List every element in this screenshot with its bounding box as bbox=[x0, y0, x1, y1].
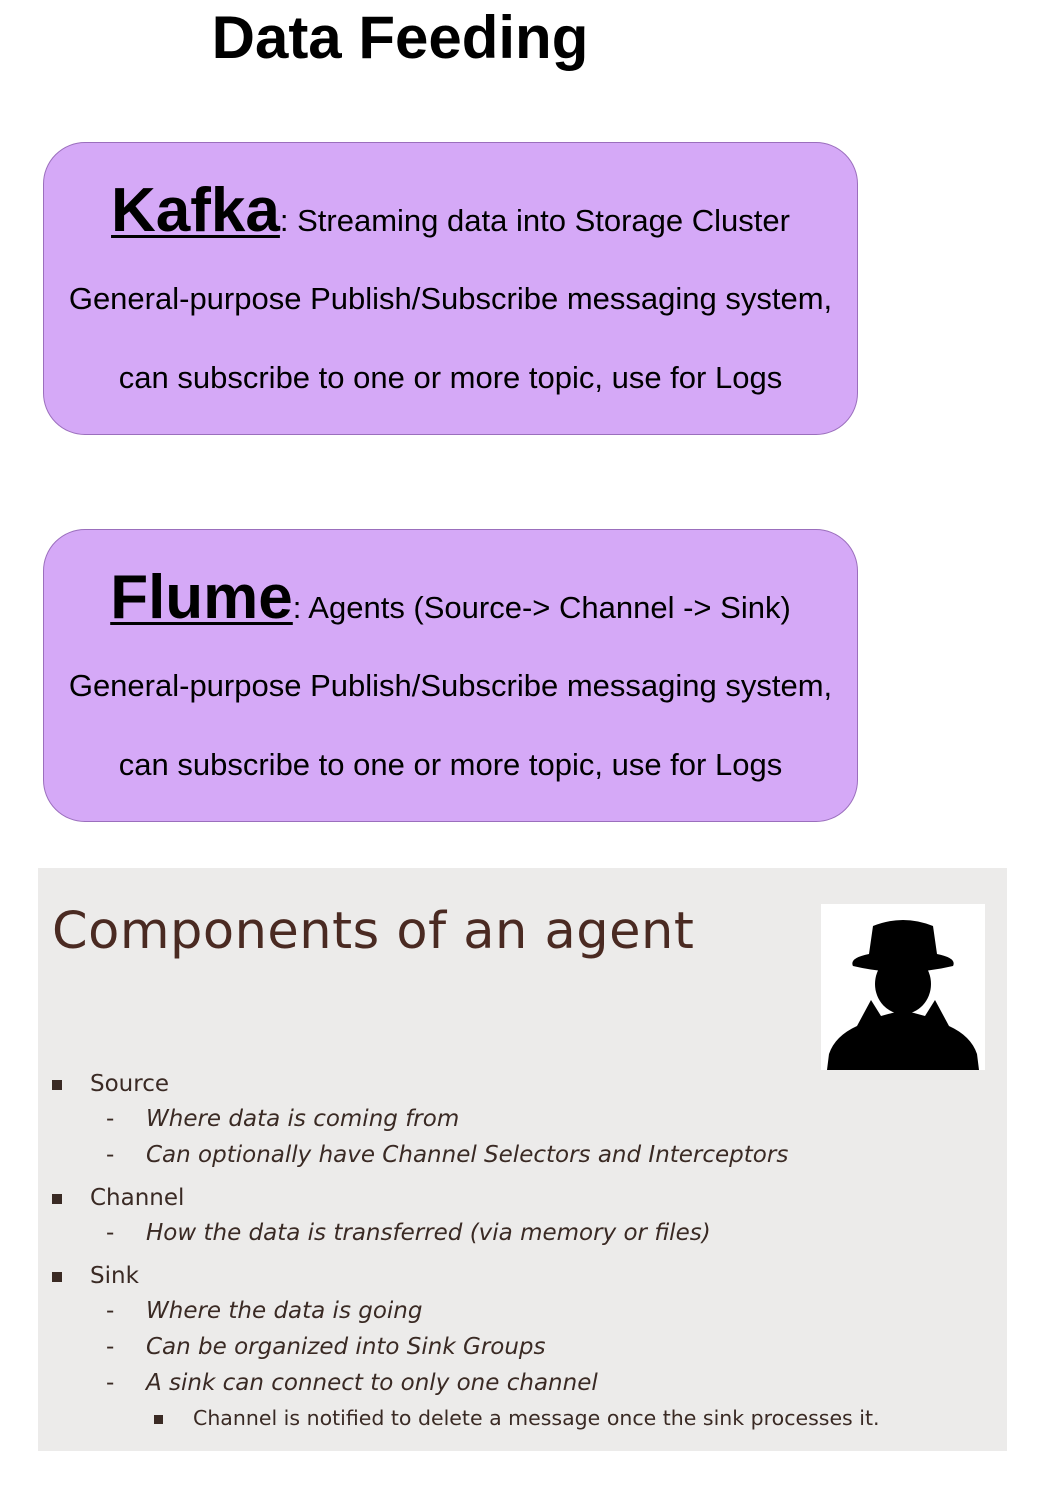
list-item-sink: Sink bbox=[52, 1263, 139, 1289]
dash-bullet: - bbox=[106, 1220, 115, 1246]
list-item-sink-detail: -Where the data is going bbox=[106, 1298, 423, 1324]
list-item-sink-detail: -Can be organized into Sink Groups bbox=[106, 1334, 546, 1360]
slide-title: Components of an agent bbox=[52, 902, 695, 961]
kafka-description-line-2: can subscribe to one or more topic, use … bbox=[118, 360, 783, 395]
square-bullet-icon bbox=[154, 1414, 163, 1424]
dash-bullet: - bbox=[106, 1298, 115, 1324]
list-item-source-detail: -Where data is coming from bbox=[106, 1106, 460, 1132]
dash-bullet: - bbox=[106, 1334, 115, 1360]
square-bullet-icon bbox=[52, 1271, 62, 1282]
flume-tagline: : Agents (Source-> Channel -> Sink) bbox=[292, 590, 791, 625]
page-title: Data Feeding bbox=[211, 4, 589, 71]
square-bullet-icon bbox=[52, 1193, 62, 1204]
flume-heading-line: Flume: Agents (Source-> Channel -> Sink) bbox=[44, 562, 857, 633]
kafka-description-line-1: General-purpose Publish/Subscribe messag… bbox=[68, 281, 833, 316]
list-item-source: Source bbox=[52, 1071, 169, 1097]
square-bullet-icon bbox=[52, 1079, 62, 1090]
flume-description-line-1: General-purpose Publish/Subscribe messag… bbox=[68, 668, 833, 703]
flume-card: Flume: Agents (Source-> Channel -> Sink)… bbox=[43, 529, 858, 822]
list-item-sink-detail: -A sink can connect to only one channel bbox=[106, 1370, 598, 1396]
dash-bullet: - bbox=[106, 1142, 115, 1168]
dash-bullet: - bbox=[106, 1370, 115, 1396]
list-item-source-detail: -Can optionally have Channel Selectors a… bbox=[106, 1142, 789, 1168]
list-item-channel-detail: -How the data is transferred (via memory… bbox=[106, 1220, 711, 1246]
agent-image bbox=[821, 904, 985, 1070]
kafka-tagline: : Streaming data into Storage Cluster bbox=[279, 203, 790, 238]
list-item-sink-subdetail: Channel is notified to delete a message … bbox=[154, 1406, 880, 1430]
dash-bullet: - bbox=[106, 1106, 115, 1132]
flume-name: Flume bbox=[110, 563, 293, 632]
kafka-name: Kafka bbox=[111, 176, 280, 245]
kafka-card: Kafka: Streaming data into Storage Clust… bbox=[43, 142, 858, 435]
flume-description-line-2: can subscribe to one or more topic, use … bbox=[118, 747, 783, 782]
agent-components-slide: Components of an agent Source -Where dat… bbox=[38, 868, 1007, 1451]
spy-silhouette-icon bbox=[827, 920, 979, 1070]
kafka-heading-line: Kafka: Streaming data into Storage Clust… bbox=[44, 175, 857, 246]
list-item-channel: Channel bbox=[52, 1185, 184, 1211]
